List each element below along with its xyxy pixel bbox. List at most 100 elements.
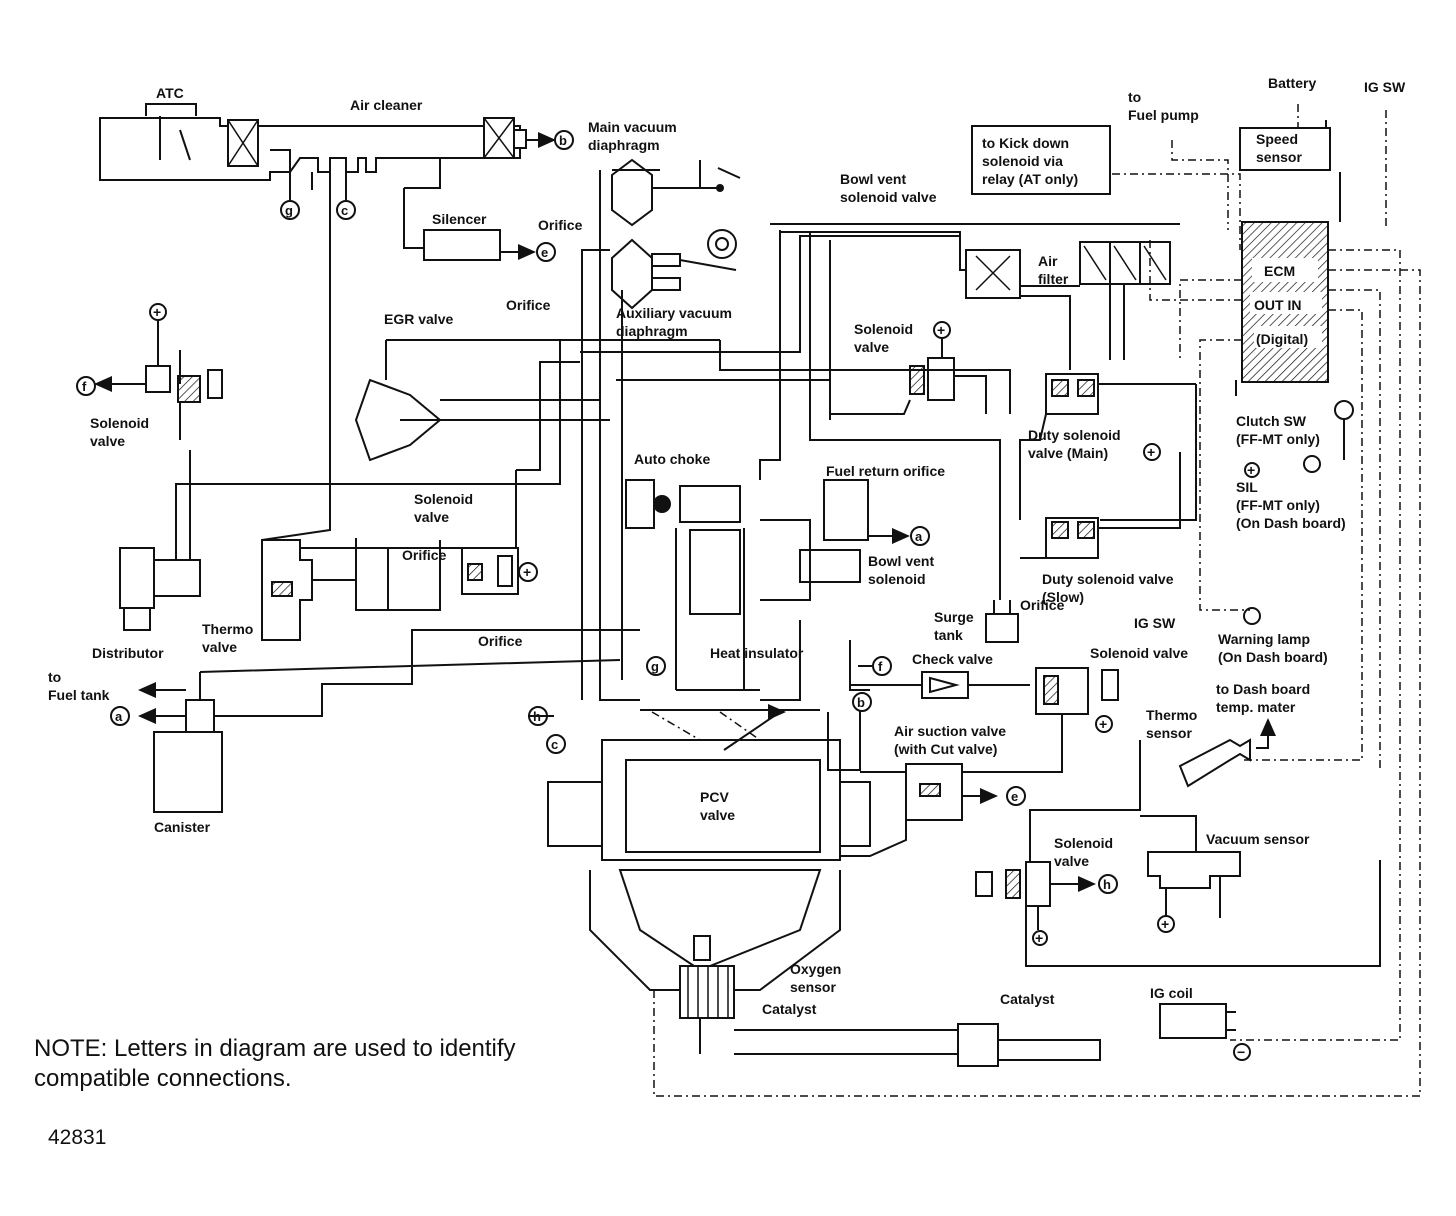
svg-text:+: + bbox=[153, 304, 161, 320]
connector-e-top: e bbox=[536, 242, 556, 262]
check-valve bbox=[850, 671, 1030, 699]
ecm-title: ECM bbox=[1264, 263, 1295, 279]
svg-text:+: + bbox=[523, 564, 531, 580]
orifice-center-label: Orifice bbox=[402, 547, 447, 563]
clutch-sw-label: Clutch SW(FF-MT only) bbox=[1236, 413, 1320, 447]
warning-lamp-label: Warning lamp(On Dash board) bbox=[1218, 631, 1328, 665]
atc-label: ATC bbox=[156, 85, 184, 101]
svg-text:+: + bbox=[1099, 716, 1107, 732]
connector-c-left: c bbox=[546, 734, 566, 754]
svg-text:+: + bbox=[1147, 444, 1155, 460]
solenoid-valve-right-label: Solenoid valve bbox=[1090, 645, 1188, 661]
check-valve-label: Check valve bbox=[912, 651, 993, 667]
distributor bbox=[119, 340, 561, 631]
connector-g-top: g bbox=[280, 200, 300, 220]
silencer-group bbox=[403, 158, 536, 261]
svg-text:f: f bbox=[82, 379, 87, 394]
connector-b-center: b bbox=[852, 692, 872, 712]
connector-e-right: e bbox=[1006, 786, 1026, 806]
catalyst-rear-label: Catalyst bbox=[1000, 991, 1055, 1007]
air-suction-valve bbox=[840, 763, 998, 857]
connector-f-left: f bbox=[76, 376, 96, 396]
fuel-return-orifice-label: Fuel return orifice bbox=[826, 463, 945, 479]
air-cleaner-assembly bbox=[99, 103, 556, 200]
svg-text:h: h bbox=[1103, 877, 1111, 892]
ecm bbox=[653, 104, 1421, 1097]
plus-symbols: + + + + + + + + − bbox=[153, 304, 1255, 1060]
ecm-out-in: OUT IN bbox=[1254, 297, 1301, 313]
solenoid-valve-left bbox=[94, 303, 223, 440]
solenoid-valve-upper bbox=[829, 240, 987, 415]
vacuum-lines bbox=[261, 169, 1197, 771]
svg-text:a: a bbox=[115, 709, 123, 724]
diagram-note: NOTE: Letters in diagram are used to ide… bbox=[34, 1035, 516, 1092]
carburetor bbox=[625, 479, 910, 690]
exhaust-system bbox=[679, 935, 1101, 1067]
orifice-mid-label: Orifice bbox=[506, 297, 551, 313]
connector-a-center: a bbox=[910, 526, 930, 546]
auto-choke-label: Auto choke bbox=[634, 451, 710, 467]
svg-text:a: a bbox=[915, 529, 923, 544]
ig-sw-top-label: IG SW bbox=[1364, 79, 1406, 95]
distributor-label: Distributor bbox=[92, 645, 164, 661]
svg-text:c: c bbox=[551, 737, 558, 752]
thermo-sensor bbox=[1178, 718, 1276, 788]
ig-coil-label: IG coil bbox=[1150, 985, 1193, 1001]
canister bbox=[140, 629, 640, 813]
connector-h-right: h bbox=[1098, 874, 1118, 894]
svg-text:e: e bbox=[541, 245, 548, 260]
svg-text:c: c bbox=[341, 203, 348, 218]
ig-coil bbox=[1159, 1003, 1251, 1061]
svg-text:+: + bbox=[1247, 462, 1255, 478]
canister-label: Canister bbox=[154, 819, 211, 835]
svg-text:+: + bbox=[937, 322, 945, 338]
svg-text:+: + bbox=[1161, 916, 1169, 932]
sil-label: SIL(FF-MT only)(On Dash board) bbox=[1236, 479, 1346, 531]
heat-insulator-label: Heat insulator bbox=[710, 645, 804, 661]
air-filter bbox=[1079, 241, 1171, 360]
kick-down-box bbox=[971, 125, 1111, 195]
svg-text:b: b bbox=[857, 695, 865, 710]
orifice-top-label: Orifice bbox=[538, 217, 583, 233]
egr-valve bbox=[354, 339, 720, 462]
surge-tank bbox=[985, 600, 1019, 643]
air-suction-valve-label: Air suction valve(with Cut valve) bbox=[894, 723, 1006, 757]
solenoid-valve-lower bbox=[975, 740, 1141, 946]
battery-label: Battery bbox=[1268, 75, 1316, 91]
svg-text:f: f bbox=[878, 659, 883, 674]
speed-sensor bbox=[1239, 127, 1331, 171]
clutch-switch bbox=[1235, 380, 1354, 460]
vacuum-sensor-label: Vacuum sensor bbox=[1206, 831, 1310, 847]
ig-sw-mid-label: IG SW bbox=[1134, 615, 1176, 631]
air-cleaner-label: Air cleaner bbox=[350, 97, 423, 113]
egr-valve-label: EGR valve bbox=[384, 311, 453, 327]
duty-solenoid-main bbox=[1019, 373, 1196, 520]
connector-c-top: c bbox=[336, 200, 356, 220]
main-vacuum-diaphragm bbox=[611, 158, 741, 227]
auxiliary-vacuum-diaphragm bbox=[611, 229, 737, 310]
vacuum-sensor bbox=[1025, 815, 1381, 967]
svg-text:−: − bbox=[1237, 1044, 1245, 1060]
svg-text:e: e bbox=[1011, 789, 1018, 804]
duty-solenoid-slow-label: Duty solenoid valve(Slow) bbox=[1042, 571, 1174, 605]
ecm-digital: (Digital) bbox=[1256, 331, 1308, 347]
engine-block bbox=[547, 689, 871, 991]
